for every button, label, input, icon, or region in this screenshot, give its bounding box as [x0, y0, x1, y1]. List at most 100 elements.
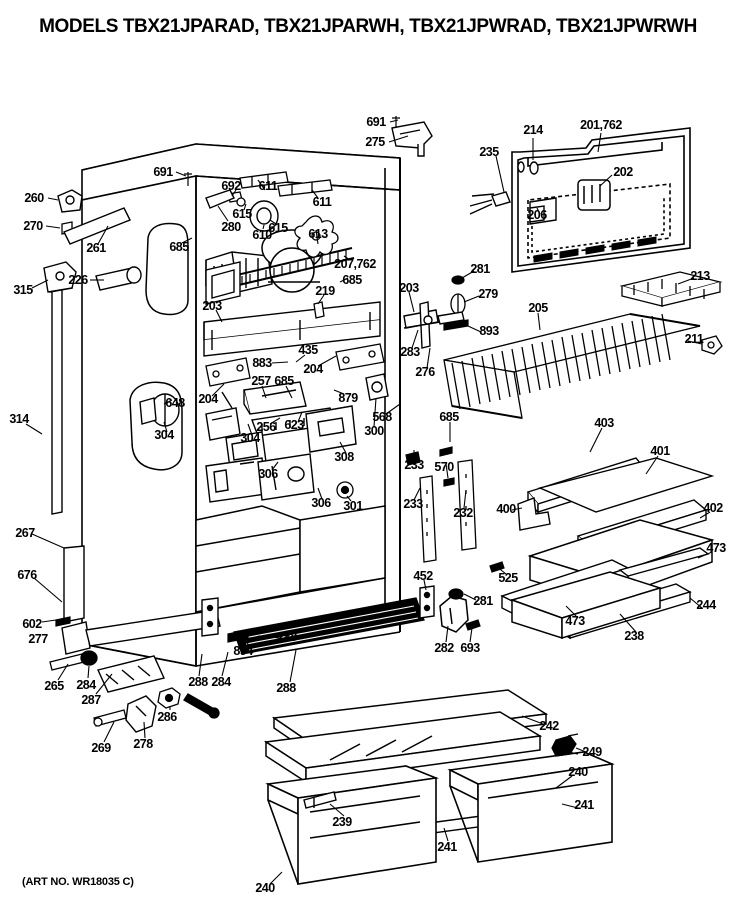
part-callout-400: 400	[496, 501, 516, 516]
screw-693	[465, 619, 481, 631]
part-callout-403: 403	[594, 415, 614, 430]
part-284-a	[80, 650, 98, 666]
screw-691-cab	[184, 172, 192, 186]
screw-570	[443, 477, 455, 487]
drawer-right-240	[447, 751, 615, 863]
pin-281-lower	[448, 588, 464, 600]
door-bottom-tabs	[533, 236, 657, 263]
part-callout-213: 213	[690, 268, 710, 283]
bracket-284-c	[201, 597, 219, 637]
part-callout-570: 570	[434, 459, 454, 474]
part-callout-281: 281	[470, 261, 490, 276]
part-callout-610: 610	[252, 227, 272, 242]
knob-301	[336, 481, 354, 499]
part-callout-244: 244	[696, 597, 716, 612]
motor-648	[139, 393, 180, 427]
part-callout-219: 219	[315, 283, 335, 298]
part-callout-615: 615	[232, 206, 252, 221]
part-callout-235: 235	[479, 144, 499, 159]
part-callout-270: 270	[23, 218, 43, 233]
part-callout-203: 203	[202, 298, 222, 313]
part-callout-260: 260	[24, 190, 44, 205]
part-callout-685: 685	[169, 239, 189, 254]
part-callout-435: 435	[298, 342, 318, 357]
part-callout-611: 611	[258, 178, 278, 193]
part-callout-241: 241	[437, 839, 457, 854]
part-callout-203: 203	[399, 280, 419, 295]
block-304	[205, 391, 241, 441]
part-callout-241: 241	[574, 797, 594, 812]
part-callout-286: 286	[157, 709, 177, 724]
part-callout-692: 692	[221, 178, 241, 193]
part-callout-269: 269	[91, 740, 111, 755]
part-callout-279: 279	[478, 286, 498, 301]
part-callout-206: 206	[527, 207, 547, 222]
part-callout-676: 676	[17, 567, 37, 582]
part-callout-473: 473	[706, 540, 726, 555]
nut-286	[157, 687, 181, 709]
part-callout-611: 611	[312, 194, 332, 209]
part-callout-281: 281	[473, 593, 493, 608]
kickplate	[61, 609, 221, 655]
part-callout-201-762: 201,762	[580, 117, 622, 132]
part-callout-261: 261	[86, 240, 106, 255]
part-callout-308: 308	[334, 449, 354, 464]
wire-shelf-205	[443, 313, 701, 419]
part-callout-278: 278	[133, 736, 153, 751]
crisper-body-238	[509, 571, 663, 640]
part-callout-239: 239	[332, 814, 352, 829]
part-callout-288: 288	[276, 680, 296, 695]
grommet-226	[95, 266, 142, 291]
part-callout-265: 265	[44, 678, 64, 693]
part-callout-685: 685	[342, 272, 362, 287]
stud-219	[313, 301, 325, 319]
shelf-clip-211	[701, 335, 723, 355]
part-callout-205: 205	[528, 300, 548, 315]
shelf-rail-203	[203, 301, 381, 357]
drawer-left-240	[265, 765, 440, 885]
drawer-frame-242b	[263, 711, 543, 784]
part-callout-402: 402	[703, 500, 723, 515]
part-callout-883: 883	[252, 355, 272, 370]
part-callout-613: 613	[308, 226, 328, 241]
part-callout-693: 693	[460, 640, 480, 655]
art-number: (ART NO. WR18035 C)	[22, 876, 134, 888]
bottom-grille	[233, 597, 425, 655]
part-callout-893: 893	[479, 323, 499, 338]
part-callout-288: 288	[277, 629, 297, 644]
part-callout-525: 525	[498, 570, 518, 585]
part-callout-240: 240	[255, 880, 275, 895]
hinge-315	[43, 261, 77, 293]
part-callout-267: 267	[15, 525, 35, 540]
part-callout-276: 276	[415, 364, 435, 379]
part-callout-894: 894	[233, 643, 253, 658]
shelf-bracket-276	[403, 301, 465, 349]
part-callout-284: 284	[211, 674, 231, 689]
switch-block	[305, 405, 357, 453]
evaporator-coil	[223, 247, 355, 289]
ladder-strip-233	[419, 475, 437, 563]
part-callout-283: 283	[400, 344, 420, 359]
door-hole-214	[517, 161, 539, 175]
tube-261	[63, 207, 131, 245]
part-callout-211: 211	[684, 331, 704, 346]
part-callout-238: 238	[624, 628, 644, 643]
hinge-452	[419, 585, 435, 619]
part-callout-284: 284	[76, 677, 96, 692]
door-switch-206	[529, 197, 557, 225]
leveler-676	[63, 545, 85, 623]
part-callout-300: 300	[364, 423, 384, 438]
bracket-400	[517, 497, 551, 531]
part-callout-648: 648	[165, 395, 185, 410]
part-callout-568: 568	[372, 409, 392, 424]
part-callout-879: 879	[338, 390, 358, 405]
screw-894	[227, 629, 249, 643]
part-278	[125, 695, 157, 733]
part-callout-282: 282	[434, 640, 454, 655]
part-callout-691: 691	[366, 114, 386, 129]
part-callout-204: 204	[303, 361, 323, 376]
part-callout-288: 288	[188, 674, 208, 689]
part-callout-202: 202	[613, 164, 633, 179]
part-callout-615: 615	[268, 220, 288, 235]
